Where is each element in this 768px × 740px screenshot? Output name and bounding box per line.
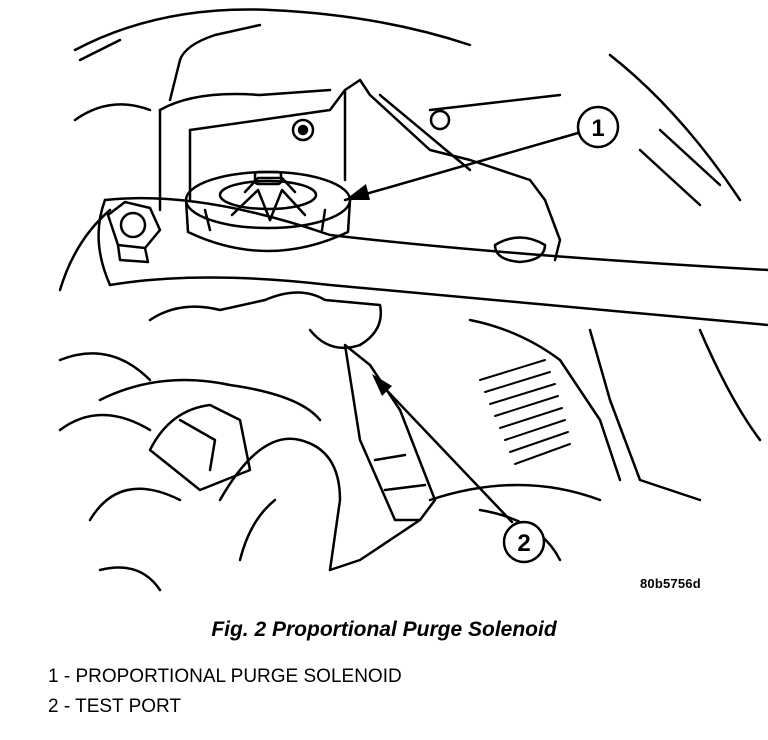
- figure-caption: Fig. 2 Proportional Purge Solenoid: [211, 618, 557, 641]
- ribbed-section: [479, 359, 571, 465]
- hex-nut: [106, 200, 162, 264]
- callout-leaders: [343, 131, 580, 524]
- figure-id: 80b5756d: [640, 576, 701, 591]
- mounting-bracket: [158, 78, 562, 264]
- purge-solenoid: [184, 170, 352, 253]
- engine-illustration: 1 2: [58, 8, 768, 592]
- legend-item: 2 - TEST PORT: [48, 696, 182, 717]
- legend-item: 1 - PROPORTIONAL PURGE SOLENOID: [48, 666, 402, 687]
- callout-2-number: 2: [517, 530, 530, 557]
- crossover-hose: [97, 196, 768, 327]
- legend: 1 - PROPORTIONAL PURGE SOLENOID 2 - TEST…: [48, 662, 402, 722]
- callout-2-arrowhead: [372, 374, 392, 396]
- callout-2: 2: [502, 520, 546, 564]
- callout-1-arrowhead: [345, 184, 370, 200]
- callout-1: 1: [576, 105, 620, 149]
- lower-components: [88, 291, 762, 592]
- background-panel: [58, 8, 742, 432]
- callout-1-number: 1: [591, 115, 604, 142]
